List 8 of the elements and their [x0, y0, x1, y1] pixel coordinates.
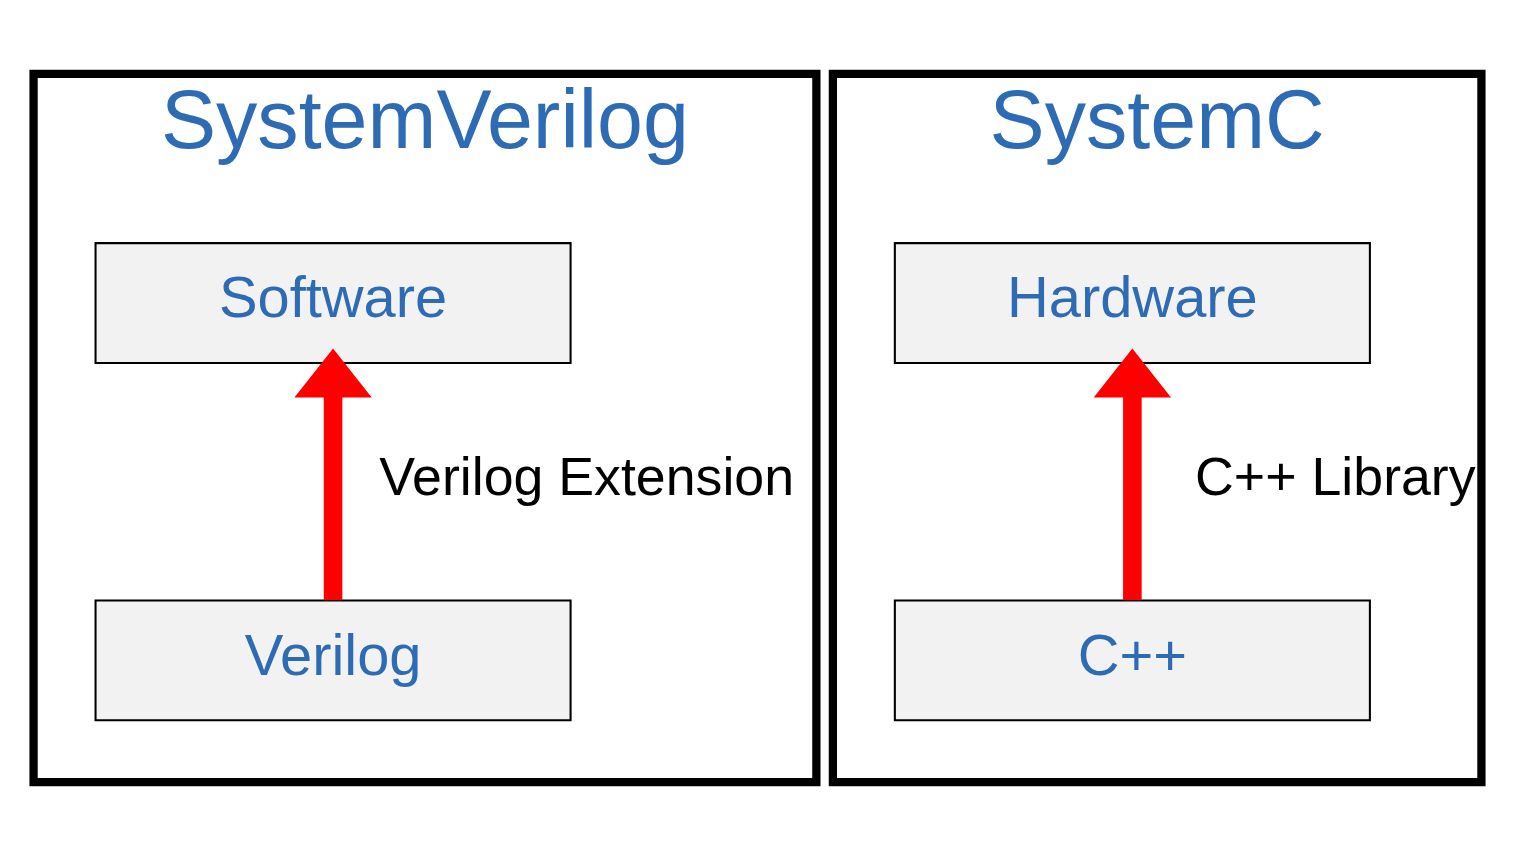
- node-box: Hardware: [893, 241, 1371, 364]
- arrow: [1093, 348, 1172, 600]
- arrow: [294, 348, 372, 600]
- edge-label: Verilog Extension: [379, 445, 795, 506]
- node-box: C++: [893, 598, 1371, 721]
- edge-label: C++ Library: [1195, 445, 1476, 506]
- node-box: Software: [94, 241, 572, 364]
- node-box: Verilog: [94, 598, 572, 721]
